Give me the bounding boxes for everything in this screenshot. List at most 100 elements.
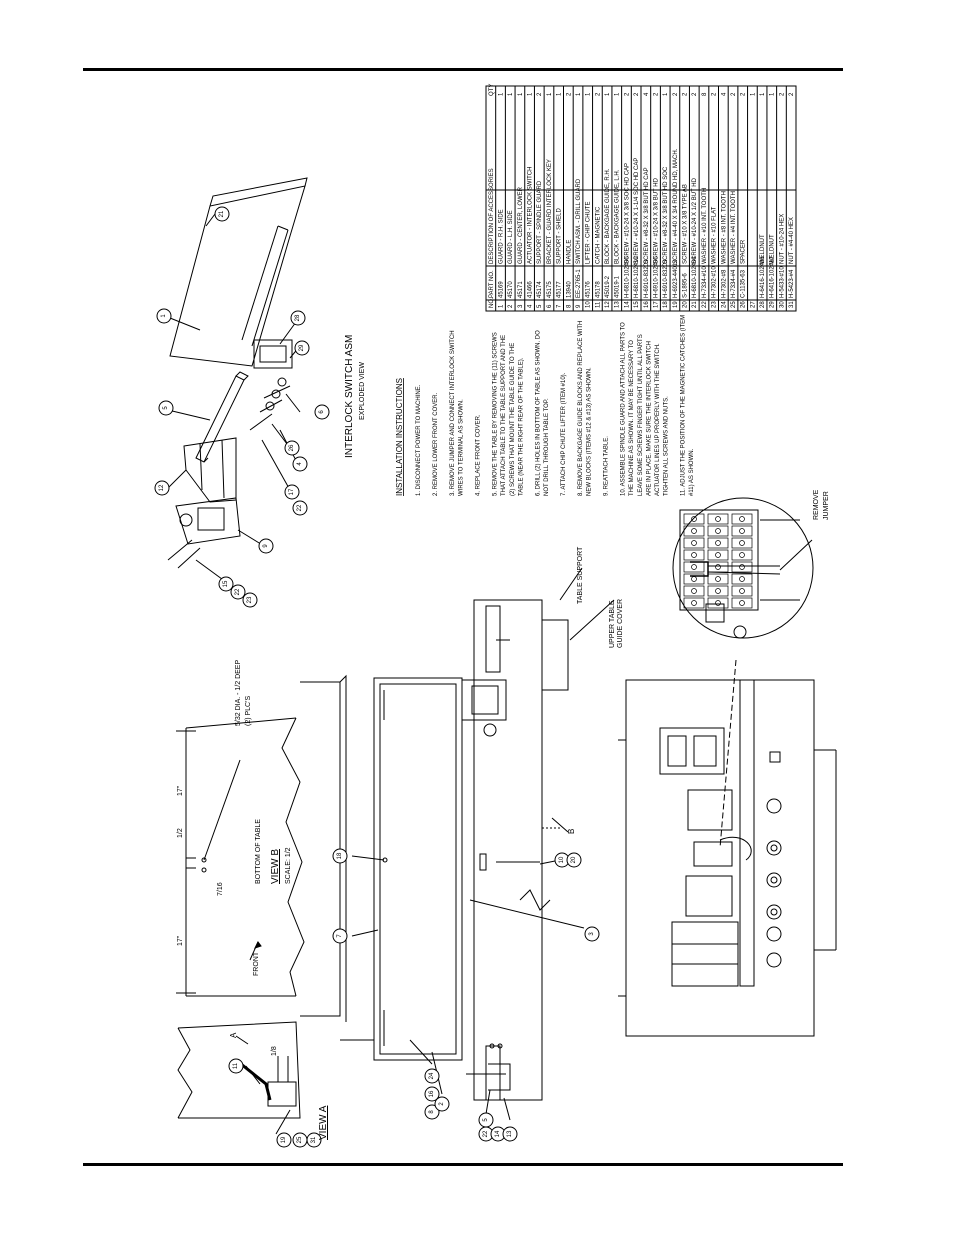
instruction-line: 9. REATTACH TABLE. bbox=[604, 436, 610, 496]
table-cell: 13 bbox=[615, 301, 621, 308]
terminal-cell bbox=[683, 573, 705, 585]
callout-circle bbox=[290, 310, 306, 326]
callout-circle bbox=[314, 404, 330, 420]
callout-circle bbox=[218, 576, 234, 592]
terminal-screw-icon bbox=[715, 564, 721, 570]
table-cell: 1 bbox=[508, 92, 514, 96]
table-cell: 4 bbox=[528, 304, 534, 308]
callout-number: 2 bbox=[439, 1102, 445, 1106]
table-cell: 45170 bbox=[508, 281, 514, 298]
callout-number: 22 bbox=[483, 1130, 489, 1137]
terminal-screw-icon bbox=[691, 540, 697, 546]
table-cell: 22 bbox=[702, 301, 708, 308]
terminal-cell bbox=[683, 597, 705, 609]
table-cell: 1 bbox=[750, 92, 756, 96]
table-cell: H-6910-83203 bbox=[663, 259, 669, 298]
table-cell: 2 bbox=[712, 92, 718, 96]
table-cell: SCREW - #10 X 3/8 TYPE AB bbox=[683, 184, 689, 264]
terminal-cell bbox=[683, 525, 705, 537]
table-cell: 45175 bbox=[547, 281, 553, 298]
table-cell: 10 bbox=[586, 301, 592, 308]
instruction-line: 3. REMOVE JUMPER AND CONNECT INTERLOCK S… bbox=[450, 330, 456, 496]
table-cell: C-1135-63 bbox=[741, 269, 747, 298]
installation-instructions: INSTALLATION INSTRUCTIONS 1. DISCONNECT … bbox=[395, 315, 695, 496]
table-cell: 7 bbox=[557, 304, 563, 308]
terminal-cell bbox=[731, 513, 753, 525]
table-cell: H-7302-#10 bbox=[712, 266, 718, 298]
table-cell: 1 bbox=[518, 92, 524, 96]
instruction-line: 4. REPLACE FRONT COVER. bbox=[476, 414, 482, 496]
table-cell: SPACER bbox=[741, 239, 747, 264]
terminal-screw-icon bbox=[739, 528, 745, 534]
table-cell: H-6416-102412 bbox=[770, 256, 776, 298]
callout-number: 29 bbox=[299, 344, 305, 351]
table-cell: 1 bbox=[770, 92, 776, 96]
terminal-screw-icon bbox=[691, 516, 697, 522]
table-cell: 8 bbox=[702, 92, 708, 96]
view-b-hole-note-2: (2) PLC'S bbox=[245, 696, 252, 726]
instruction-line: 8. REMOVE BACKGAGE GUIDE BLOCKS AND REPL… bbox=[578, 321, 584, 496]
callout-circle bbox=[292, 456, 308, 472]
terminal-cell bbox=[707, 513, 729, 525]
top-rule bbox=[83, 68, 843, 71]
table-header-cell: PART NO. bbox=[489, 270, 495, 298]
callout-number: 31 bbox=[311, 1136, 317, 1143]
table-cell: 16 bbox=[644, 301, 650, 308]
callout-circle bbox=[424, 1086, 440, 1102]
table-cell: 30 bbox=[779, 301, 785, 308]
instruction-line: 6. DRILL (2) HOLES IN BOTTOM OF TABLE AS… bbox=[535, 330, 541, 496]
table-cell: H-7334-#10 bbox=[702, 266, 708, 298]
table-cell: HANDLE bbox=[566, 240, 572, 264]
table-cell: SCREW - #10-24 X 1/2 BUT HD bbox=[692, 177, 698, 264]
table-header-cell: DESCRIPTION OF ACCESSORIES bbox=[489, 168, 495, 264]
table-cell: WASHER - #4 INT. TOOTH bbox=[731, 191, 737, 264]
table-cell: H-5423-#4 bbox=[789, 269, 795, 298]
terminal-cell bbox=[731, 549, 753, 561]
terminal-screw-icon bbox=[715, 540, 721, 546]
table-cell: 27 bbox=[750, 301, 756, 308]
callout-number: 22 bbox=[235, 588, 241, 595]
callout-number: 4 bbox=[297, 462, 303, 466]
callout-circle bbox=[424, 1104, 440, 1120]
table-cell: 2 bbox=[779, 92, 785, 96]
table-cell: 1 bbox=[498, 304, 504, 308]
table-cell: NUT - #4-40 HEX bbox=[789, 217, 795, 264]
terminal-screw-icon bbox=[739, 540, 745, 546]
view-b-dim-716: 7/16 bbox=[217, 882, 224, 896]
table-cell: 1 bbox=[586, 92, 592, 96]
table-cell: H-6910-83203 bbox=[644, 259, 650, 298]
callout-circle bbox=[566, 852, 582, 868]
table-cell: 2 bbox=[508, 304, 514, 308]
callout-number: 9 bbox=[263, 544, 269, 548]
callout-circle bbox=[306, 1132, 322, 1148]
terminal-cell bbox=[731, 585, 753, 597]
view-b-dim-left: 17" bbox=[177, 935, 184, 946]
callout-circle bbox=[434, 1096, 450, 1112]
terminal-cell bbox=[707, 597, 729, 609]
terminal-screw-icon bbox=[715, 516, 721, 522]
table-cell: 24 bbox=[721, 301, 727, 308]
table-cell: SCREW - #8-32 X 3/8 BUT HD CAP bbox=[644, 167, 650, 264]
remove-jumper-1: REMOVE bbox=[813, 489, 820, 520]
callout-circle bbox=[284, 484, 300, 500]
instruction-line: THE MACHINE AS SHOWN. IT MAY BE NECESSAR… bbox=[629, 340, 635, 496]
table-cell: SCREW - #10-24 X 3/8 SOC HD CAP bbox=[624, 163, 630, 264]
callout-number: 10 bbox=[559, 856, 565, 863]
callout-circle bbox=[332, 928, 348, 944]
callout-circle bbox=[284, 440, 300, 456]
callout-number: 28 bbox=[295, 314, 301, 321]
table-cell: H-6416-102406 bbox=[760, 256, 766, 298]
table-cell: 45019-2 bbox=[605, 275, 611, 298]
terminal-cell bbox=[731, 561, 753, 573]
table-cell: H-6923-44012 bbox=[673, 259, 679, 298]
table-cell: 41466 bbox=[528, 281, 534, 298]
upper-guide-cover-1: UPPER TABLE bbox=[609, 600, 616, 648]
instruction-line: NOT DRILL THROUGH TABLE TOP. bbox=[544, 398, 550, 496]
instruction-line: 5. REMOVE THE TABLE BY REMOVING THE (11)… bbox=[493, 332, 499, 496]
table-cell: SUPPORT - SPINDLE GUARD bbox=[537, 180, 543, 264]
callout-number: 6 bbox=[319, 410, 325, 414]
table-cell: SCREW - #8-32 X 3/8 BUT HD SOC bbox=[663, 166, 669, 264]
callout-number: 24 bbox=[429, 1072, 435, 1079]
exploded-view bbox=[167, 177, 308, 583]
